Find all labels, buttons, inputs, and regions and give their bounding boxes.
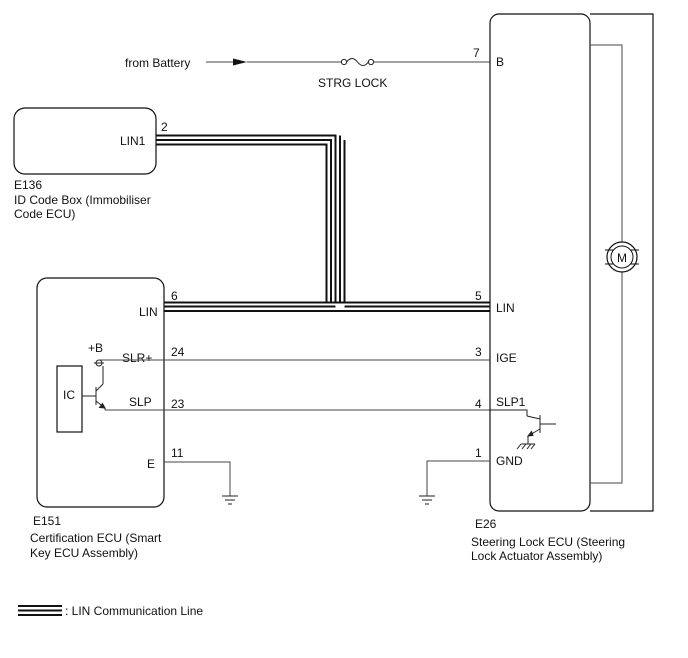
legend-label: : LIN Communication Line [65, 604, 203, 618]
slock-pin-gnd-label: GND [496, 454, 523, 468]
motor-icon: M [605, 241, 639, 273]
cert-pin-lin-number: 6 [171, 289, 178, 303]
id-code-box-pin-number: 2 [161, 120, 168, 134]
actuator-housing [590, 13, 654, 512]
slock-pin-ige-number: 3 [475, 345, 482, 359]
slock-pin-b-number: 7 [473, 46, 480, 60]
slock-pin-lin-label: LIN [496, 301, 515, 315]
slock-pin-slp1-label: SLP1 [496, 395, 526, 409]
id-code-box-name-line1: ID Code Box (Immobiliser [14, 193, 151, 207]
slock-pin-slp1-number: 4 [475, 397, 482, 411]
id-code-box-code: E136 [14, 178, 42, 192]
id-code-box-name-line2: Code ECU) [14, 207, 75, 221]
motor-label: M [617, 251, 627, 265]
ic-label: IC [63, 388, 75, 402]
slock-ground-wire [426, 460, 490, 496]
legend-lin-line-icon [18, 605, 62, 616]
cert-pin-lin-label: LIN [139, 305, 158, 319]
slock-ecu-name-line1: Steering Lock ECU (Steering [471, 535, 625, 549]
battery-label: from Battery [125, 56, 190, 70]
lin-bus-line [156, 134, 490, 312]
ic-block [56, 365, 83, 433]
supply-label: +B [88, 341, 103, 355]
cert-ground-icon [222, 495, 238, 505]
fuse-icon [340, 58, 375, 66]
slock-pin-ige-label: IGE [496, 351, 517, 365]
slock-ecu-name-line2: Lock Actuator Assembly) [471, 549, 602, 563]
slock-pin-lin-number: 5 [475, 289, 482, 303]
slock-pin-b-label: B [496, 55, 504, 69]
supply-terminal-icon [94, 359, 104, 367]
slock-ecu-code: E26 [475, 517, 497, 531]
cert-transistor-icon [82, 366, 106, 410]
cert-ecu-code: E151 [33, 514, 61, 528]
cert-pin-e-number: 11 [171, 446, 184, 460]
cert-ecu-name-line1: Certification ECU (Smart [30, 531, 162, 545]
id-code-box-pin-label: LIN1 [120, 134, 146, 148]
slock-ground-icon [419, 495, 435, 505]
cert-pin-slp-number: 23 [171, 397, 185, 411]
slock-transistor-icon [490, 409, 556, 450]
cert-pin-slr-number: 24 [171, 345, 185, 359]
battery-arrow-icon [206, 58, 247, 66]
certification-ecu-box [36, 277, 165, 508]
motor-wire-top [590, 44, 623, 242]
cert-pin-slp-label: SLP [129, 395, 152, 409]
steering-lock-ecu-box [489, 13, 591, 512]
cert-ground-wire [164, 461, 231, 496]
slock-pin-gnd-number: 1 [475, 446, 482, 460]
cert-pin-e-label: E [147, 457, 155, 471]
cert-pin-slr-label: SLR+ [122, 351, 152, 365]
cert-ecu-name-line2: Key ECU Assembly) [30, 546, 138, 560]
motor-wire-bottom [590, 272, 623, 484]
fuse-label: STRG LOCK [318, 76, 387, 90]
